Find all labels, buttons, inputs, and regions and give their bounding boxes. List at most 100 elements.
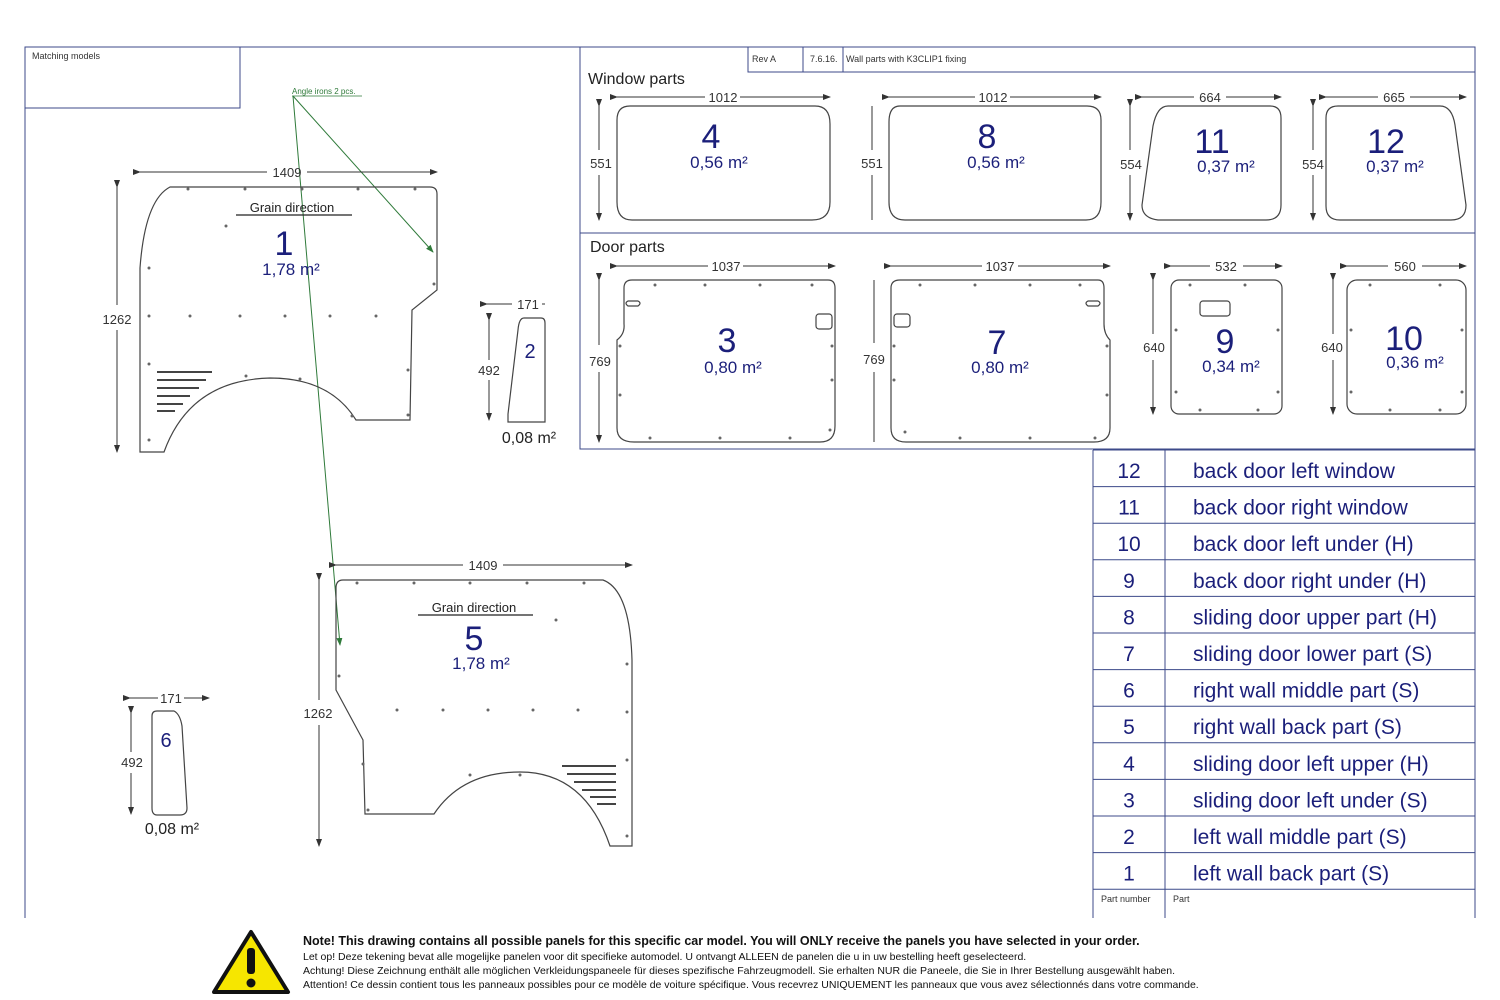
panel-3-area: 0,80 m² — [704, 358, 762, 377]
panel-11-width: 664 — [1199, 90, 1221, 105]
warning-triangle-icon — [212, 930, 290, 994]
part-label-cell: back door left under (H) — [1193, 533, 1414, 556]
part-label-cell: sliding door lower part (S) — [1193, 643, 1432, 666]
panel-5-width: 1409 — [469, 558, 498, 573]
panel-5-number: 5 — [465, 620, 484, 658]
part-number-cell: 10 — [1117, 533, 1140, 556]
column-header-part: Part — [1173, 894, 1190, 904]
part-label-cell: back door right under (H) — [1193, 570, 1426, 593]
part-number-cell: 8 — [1123, 606, 1135, 629]
column-header-part-number: Part number — [1101, 894, 1151, 904]
part-label-cell: right wall middle part (S) — [1193, 680, 1419, 703]
panel-3: 1037 769 3 0,80 m² — [589, 259, 836, 443]
note-dutch: Let op! Deze tekening bevat alle mogelij… — [303, 951, 1026, 963]
panel-1: 1409 1262 Grain direction 1 1,78 m² — [103, 165, 438, 453]
panel-10: 560 640 10 0,36 m² — [1321, 259, 1467, 415]
panel-5-height: 1262 — [304, 706, 333, 721]
part-label-cell: sliding door left upper (H) — [1193, 753, 1429, 776]
panel-4-number: 4 — [702, 118, 721, 156]
panel-8-height: 551 — [861, 156, 883, 171]
panel-7-area: 0,80 m² — [971, 358, 1029, 377]
panel-11-height: 554 — [1120, 157, 1142, 172]
panel-2-number: 2 — [524, 341, 535, 363]
panel-12-height: 554 — [1302, 157, 1324, 172]
panel-4-area: 0,56 m² — [690, 153, 748, 172]
note-english: Note! This drawing contains all possible… — [303, 934, 1140, 948]
file-name-label: Wall parts with K3CLIP1 fixing — [846, 54, 966, 64]
panel-3-number: 3 — [718, 322, 737, 360]
warning-note: Note! This drawing contains all possible… — [212, 930, 1199, 994]
panel-11-number: 11 — [1194, 123, 1229, 161]
panel-3-width: 1037 — [712, 259, 741, 274]
part-label-cell: back door right window — [1193, 497, 1409, 520]
panel-9: 532 640 9 0,34 m² — [1143, 259, 1283, 415]
panel-5: 1409 1262 Grain direction 5 1,78 m² — [304, 558, 633, 847]
panel-7-width: 1037 — [986, 259, 1015, 274]
panel-6-number: 6 — [160, 730, 171, 752]
window-parts-heading: Window parts — [588, 71, 685, 88]
panel-10-width: 560 — [1394, 259, 1416, 274]
panel-10-height: 640 — [1321, 340, 1343, 355]
part-label-cell: sliding door upper part (H) — [1193, 606, 1437, 629]
panel-9-area: 0,34 m² — [1202, 357, 1260, 376]
panel-4-width: 1012 — [709, 90, 738, 105]
panel-7: 1037 769 7 0,80 m² — [863, 259, 1111, 443]
part-label-cell: back door left window — [1193, 460, 1396, 483]
panel-10-area: 0,36 m² — [1386, 353, 1444, 372]
note-german: Achtung! Diese Zeichnung enthält alle mö… — [303, 965, 1175, 977]
note-french: Attention! Ce dessin contient tous les p… — [303, 979, 1199, 991]
part-label-cell: right wall back part (S) — [1193, 716, 1402, 739]
part-number-cell: 9 — [1123, 570, 1135, 593]
panel-2-width: 171 — [517, 297, 539, 312]
parts-table: 12 back door left window 11 back door right… — [1092, 449, 1475, 918]
panel-8-width: 1012 — [979, 90, 1008, 105]
panel-4: 1012 551 4 0,56 m² — [590, 90, 831, 221]
part-number-cell: 2 — [1123, 826, 1135, 849]
part-label-cell: left wall back part (S) — [1193, 863, 1389, 886]
panel-2-area: 0,08 m² — [502, 430, 557, 447]
angle-irons-label: Angle irons 2 pcs. — [292, 87, 356, 96]
part-number-cell: 6 — [1123, 680, 1135, 703]
panel-1-grain-direction: Grain direction — [250, 200, 335, 215]
part-number-cell: 5 — [1123, 716, 1135, 739]
panel-9-height: 640 — [1143, 340, 1165, 355]
panel-6-width: 171 — [160, 691, 182, 706]
panel-6-height: 492 — [121, 755, 143, 770]
panel-12-area: 0,37 m² — [1366, 157, 1424, 176]
part-label-cell: left wall middle part (S) — [1193, 826, 1407, 849]
panel-9-width: 532 — [1215, 259, 1237, 274]
panel-6-area: 0,08 m² — [145, 821, 200, 838]
panel-8-area: 0,56 m² — [967, 153, 1025, 172]
panel-1-height: 1262 — [103, 312, 132, 327]
panel-5-grain-direction: Grain direction — [432, 600, 517, 615]
panel-11-area: 0,37 m² — [1197, 157, 1255, 176]
panel-2-height: 492 — [478, 363, 500, 378]
part-number-cell: 7 — [1123, 643, 1135, 666]
panel-4-height: 551 — [590, 156, 612, 171]
matching-models-label: Matching models — [32, 51, 101, 61]
panel-1-number: 1 — [275, 225, 294, 263]
panel-1-width: 1409 — [273, 165, 302, 180]
panel-9-number: 9 — [1216, 323, 1235, 361]
revision-label: Rev A — [752, 54, 776, 64]
part-number-cell: 11 — [1118, 497, 1140, 520]
panel-8-number: 8 — [978, 118, 997, 156]
panel-7-height: 769 — [863, 352, 885, 367]
panel-12-number: 12 — [1367, 123, 1405, 161]
panel-1-area: 1,78 m² — [262, 260, 320, 279]
panel-12-width: 665 — [1383, 90, 1405, 105]
panel-5-area: 1,78 m² — [452, 654, 510, 673]
panel-3-height: 769 — [589, 354, 611, 369]
part-number-cell: 12 — [1117, 460, 1140, 483]
panel-6: 171 492 6 0,08 m² — [121, 691, 210, 838]
part-label-cell: sliding door left under (S) — [1193, 789, 1428, 812]
panel-11: 664 554 11 0,37 m² — [1120, 90, 1282, 221]
sheet-frame — [24, 46, 1476, 918]
angle-irons-annotation: Angle irons 2 pcs. — [292, 87, 434, 646]
date-label: 7.6.16. — [810, 54, 838, 64]
panel-10-number: 10 — [1385, 320, 1423, 358]
part-number-cell: 3 — [1123, 789, 1135, 812]
panel-12: 665 554 12 0,37 m² — [1302, 90, 1467, 221]
panel-7-number: 7 — [988, 324, 1007, 362]
